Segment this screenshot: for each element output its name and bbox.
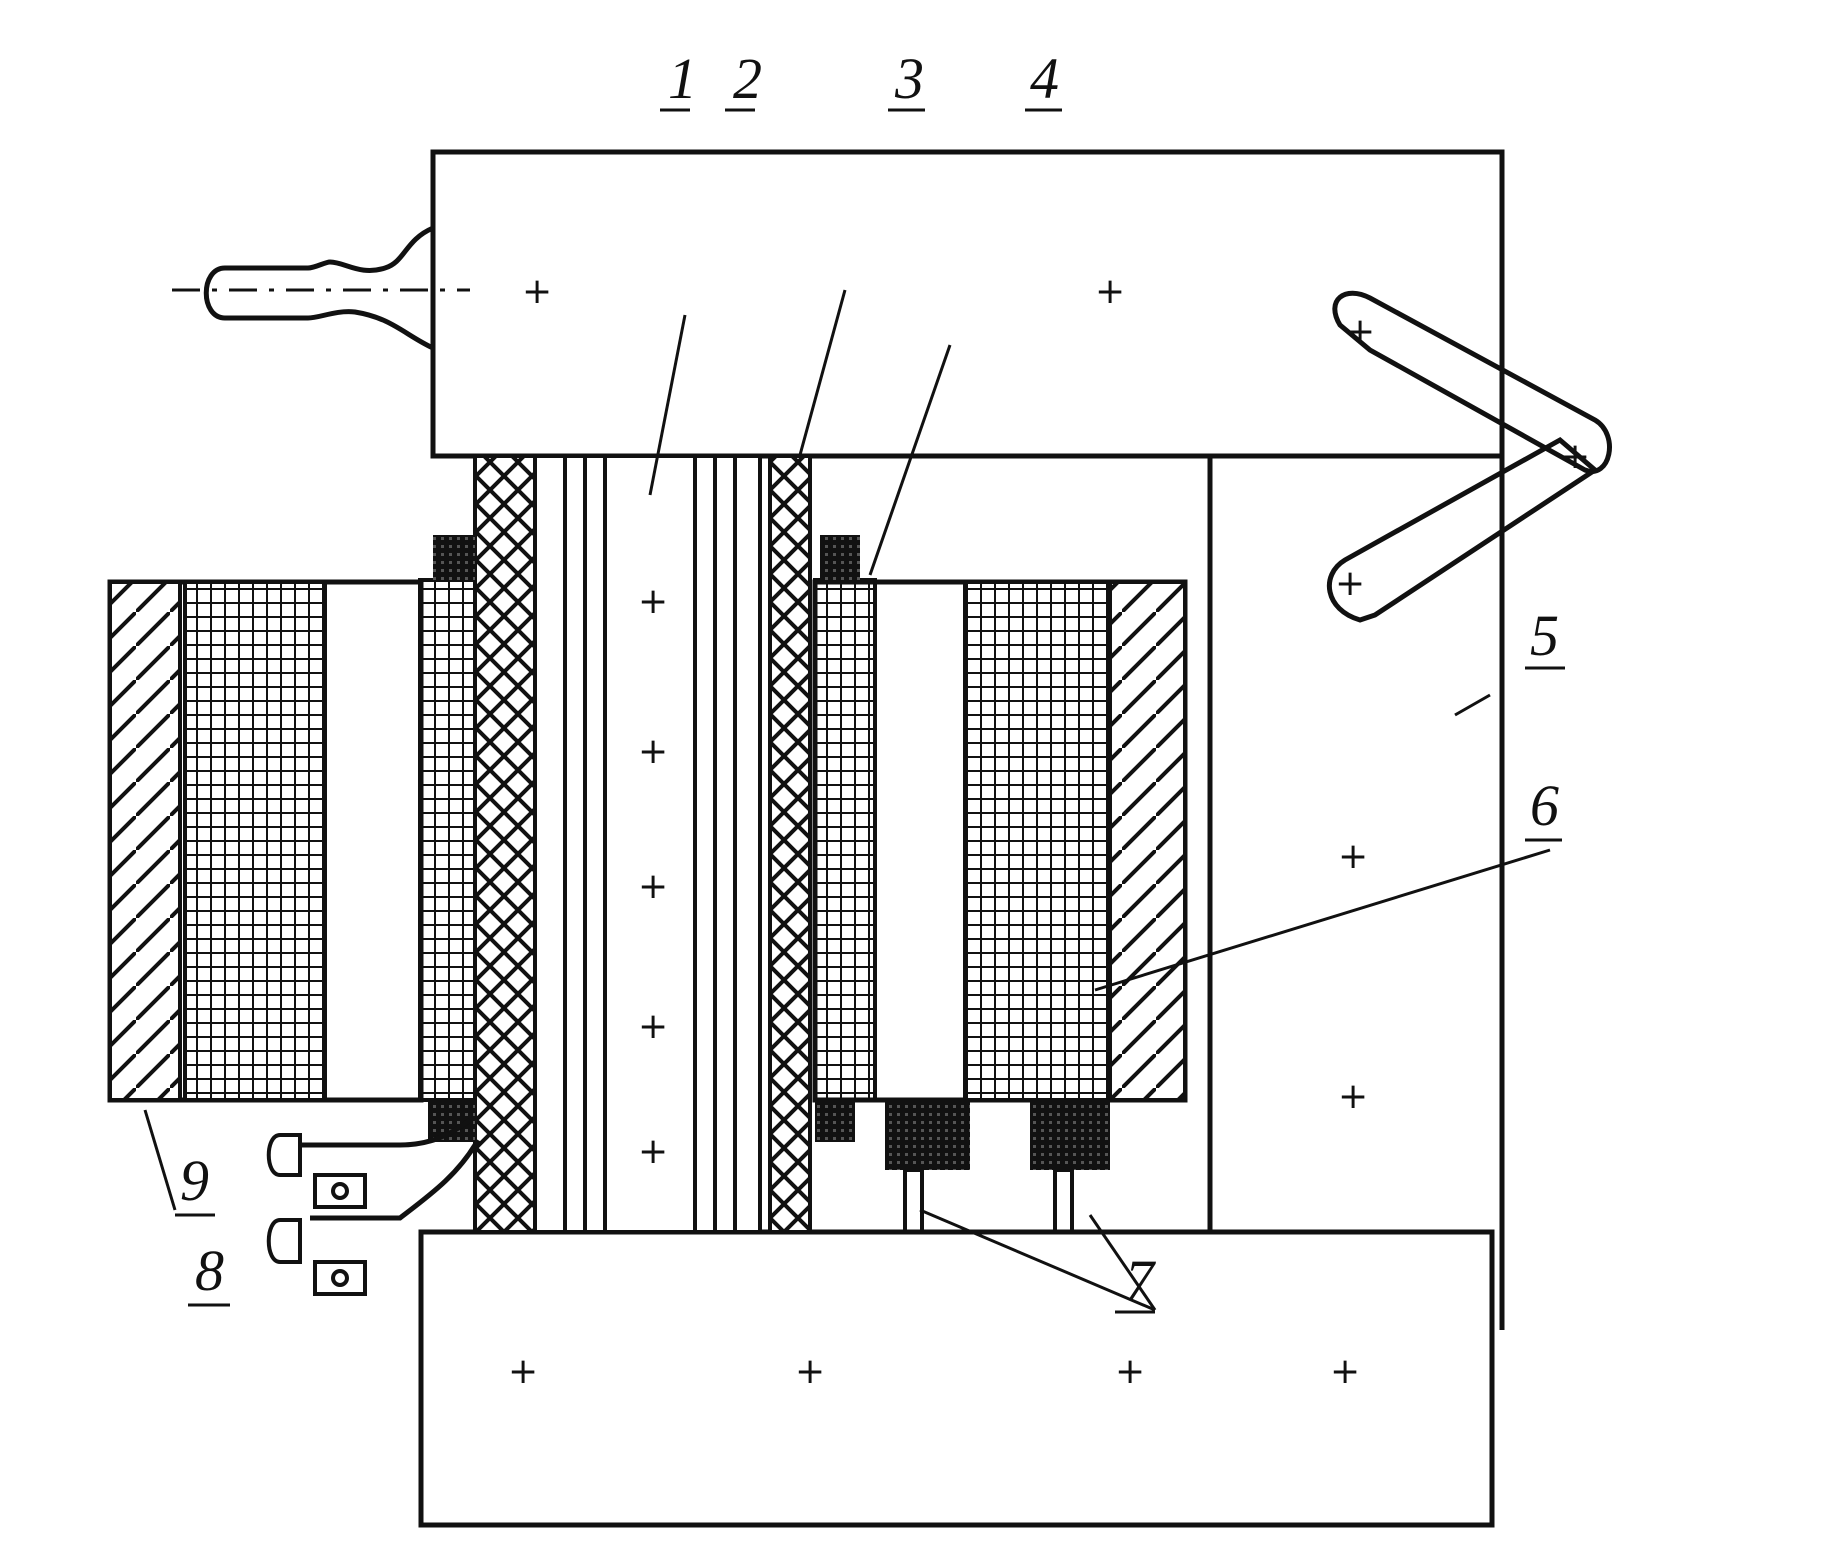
lifting-handle [172, 225, 470, 351]
side-frame [1207, 152, 1505, 1330]
plus-marks: + + + + + + + + + + + + + + + + [508, 271, 1590, 1392]
label-4: 4 [1030, 46, 1059, 111]
plus-mark: + [508, 1351, 538, 1392]
label-9: 9 [180, 1148, 209, 1213]
plus-mark: + [1115, 1351, 1145, 1392]
outer-winding-left [107, 579, 424, 1103]
label-3: 3 [894, 46, 924, 111]
plus-mark: + [1095, 271, 1125, 312]
label-5: 5 [1530, 603, 1559, 668]
lower-yoke [418, 1229, 1495, 1528]
supports [903, 1168, 1074, 1234]
plus-mark: + [638, 1006, 668, 1047]
outer-winding-right [812, 579, 1188, 1103]
plus-mark: + [638, 581, 668, 622]
plus-mark: + [795, 1351, 825, 1392]
plus-mark: + [522, 271, 552, 312]
label-1: 1 [668, 46, 697, 111]
inner-winding-left [418, 578, 477, 1102]
core-limb [533, 454, 762, 1234]
insulation-cylinder-right [768, 454, 812, 1234]
terminals [266, 1117, 481, 1296]
label-6: 6 [1530, 773, 1559, 838]
bracket-arm [1327, 290, 1612, 623]
inner-winding-right [813, 578, 877, 1102]
leader-lines [143, 289, 1551, 1312]
plus-mark: + [1560, 436, 1590, 477]
upper-yoke [430, 149, 1505, 459]
plus-mark: + [1338, 1076, 1368, 1117]
label-7: 7 [1125, 1248, 1156, 1313]
plus-mark: + [1345, 311, 1375, 352]
plus-mark: + [1330, 1351, 1360, 1392]
plus-mark: + [638, 1131, 668, 1172]
plus-mark: + [638, 866, 668, 907]
label-8: 8 [195, 1238, 224, 1303]
part-labels: 1 2 3 4 5 6 7 8 9 [175, 46, 1565, 1314]
insulation-cylinder-left [473, 454, 537, 1234]
plus-mark: + [1338, 836, 1368, 877]
plus-mark: + [1335, 563, 1365, 604]
label-2: 2 [733, 46, 762, 111]
plus-mark: + [638, 731, 668, 772]
